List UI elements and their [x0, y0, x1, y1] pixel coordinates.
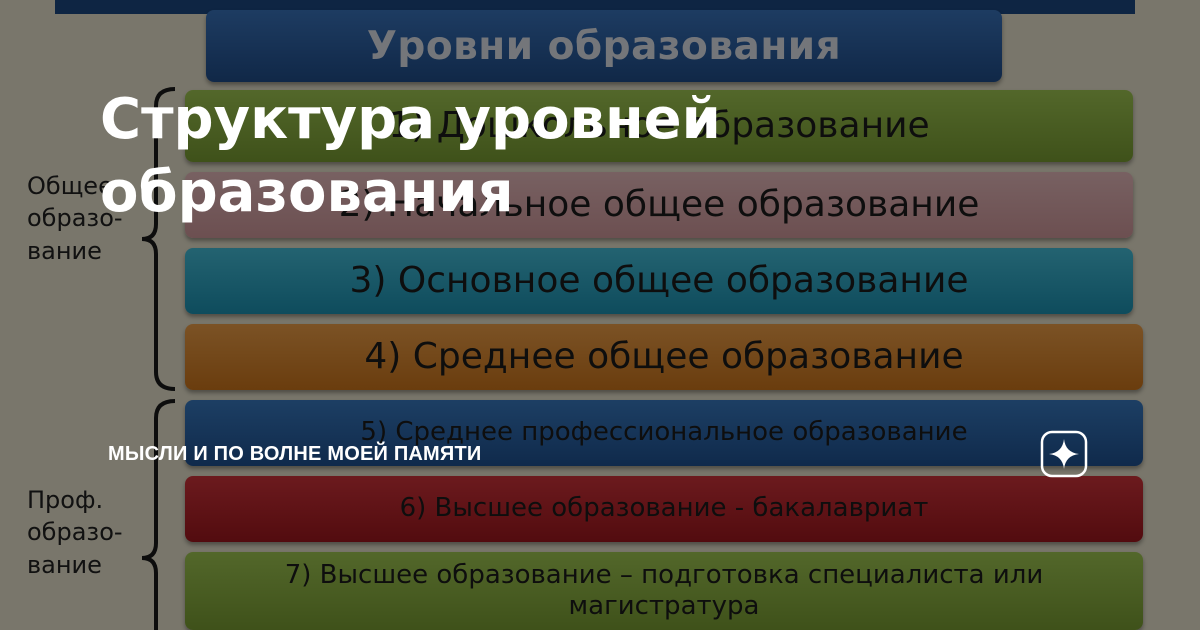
- channel-name[interactable]: МЫСЛИ И ПО ВОЛНЕ МОЕЙ ПАМЯТИ: [108, 443, 482, 465]
- zen-star-icon[interactable]: [1040, 430, 1088, 478]
- article-title: Структура уровней образования: [100, 87, 721, 225]
